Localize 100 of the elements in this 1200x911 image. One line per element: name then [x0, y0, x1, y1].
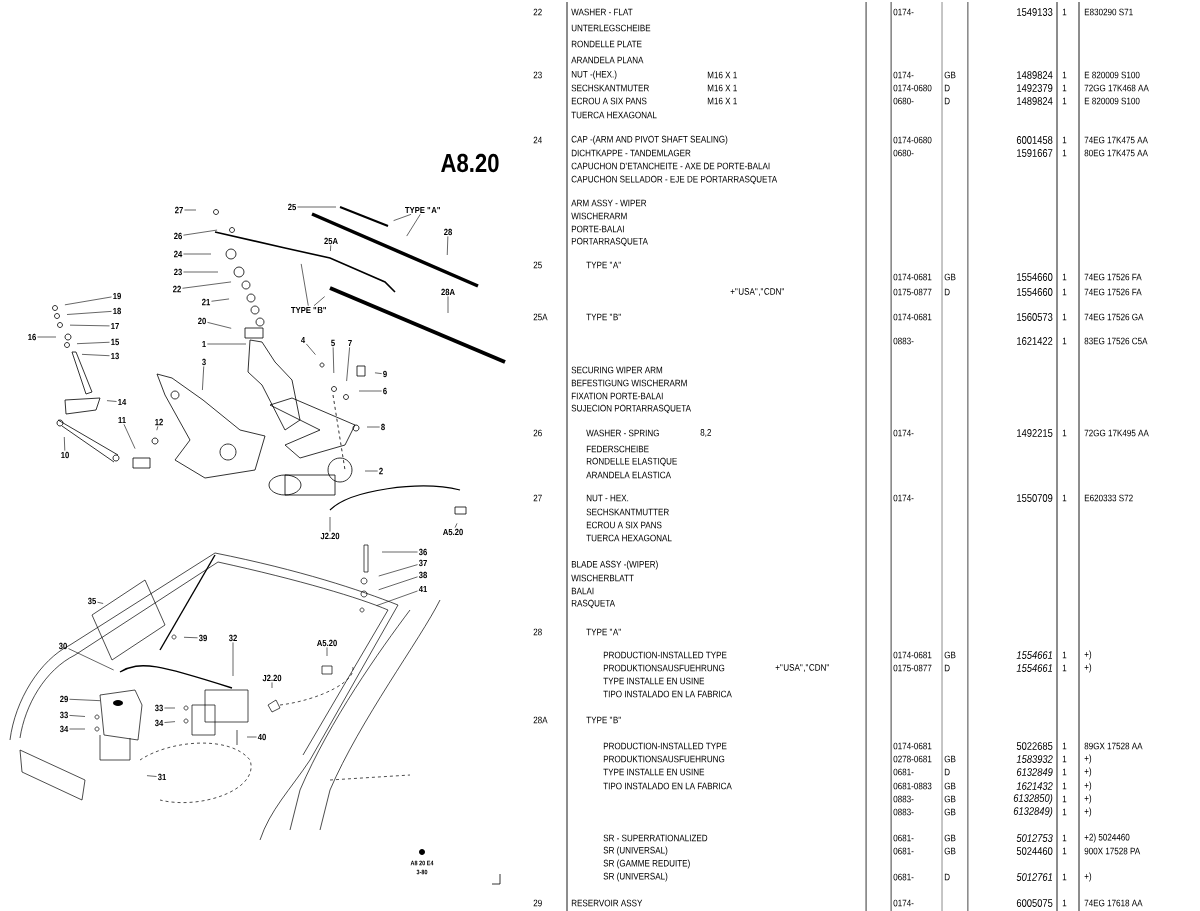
quantity: 1: [1062, 71, 1067, 79]
leader-line: [358, 390, 382, 392]
callout-number: 2: [379, 467, 383, 475]
callout-number: 28: [444, 228, 452, 236]
supplier-code: 74EG 17K475 AA: [1084, 136, 1148, 144]
country-code: D: [944, 873, 950, 881]
quantity: 1: [1062, 97, 1067, 105]
part-number: 1492379: [1017, 84, 1053, 92]
part-description: TUERCA HEXAGONAL: [571, 111, 657, 119]
part-number: 5012761: [1016, 873, 1052, 881]
reference-label: J2.20: [320, 532, 340, 540]
leader-line: [183, 637, 198, 639]
country-code: D: [944, 84, 950, 92]
ref-number: 22: [533, 8, 542, 16]
part-description: UNTERLEGSCHEIBE: [571, 24, 651, 32]
supplier-code: 72GG 17K495 AA: [1084, 429, 1149, 437]
callout-number: 18: [113, 307, 121, 315]
leader-line: [406, 214, 421, 237]
leader-line: [378, 564, 418, 577]
quantity: 1: [1062, 429, 1067, 437]
callout-number: 31: [157, 773, 167, 781]
reference-label: A5.20: [317, 639, 337, 647]
supplier-code: 89GX 17528 AA: [1084, 742, 1143, 750]
leader-line: [97, 601, 104, 604]
callout-number: 7: [348, 339, 352, 347]
supplier-code: 74EG 17526 FA: [1084, 288, 1142, 296]
country-code: GB: [944, 808, 956, 816]
callout-number: 33: [154, 704, 163, 712]
part-description: SECURING WIPER ARM: [571, 366, 663, 374]
leader-line: [183, 229, 218, 236]
part-description: PRODUCTION-INSTALLED TYPE: [603, 742, 727, 750]
date-range: 0681-: [893, 847, 914, 855]
date-range: 0883-: [893, 795, 914, 803]
part-number: 5024460: [1016, 847, 1053, 855]
part-description: TYPE "B": [586, 313, 621, 321]
leader-line: [76, 341, 110, 344]
part-description: RONDELLE ELASTIQUE: [586, 457, 677, 467]
callout-number: 20: [198, 317, 206, 325]
date-range: 0174-: [893, 899, 914, 907]
date-range: 0174-0680: [893, 136, 932, 144]
supplier-code: +): [1084, 781, 1092, 791]
date-range: 0174-: [893, 8, 914, 16]
part-description: RESERVOIR ASSY: [571, 899, 643, 907]
reference-label: A5.20: [443, 528, 463, 536]
date-range: 0174-0681: [893, 313, 932, 321]
leader-line: [346, 347, 350, 382]
part-description: CAPUCHON D'ETANCHEITE - AXE DE PORTE-BALAI: [571, 162, 770, 170]
part-description: WISCHERBLATT: [571, 574, 634, 582]
callout-number: 24: [174, 250, 183, 258]
leader-line: [211, 298, 230, 302]
quantity: 1: [1062, 808, 1067, 816]
part-description: NUT -(HEX.): [571, 70, 617, 80]
supplier-code: 72GG 17K468 AA: [1084, 84, 1149, 92]
reference-label: TYPE "B": [291, 306, 326, 314]
leader-line: [184, 209, 197, 211]
supplier-code: +): [1084, 650, 1092, 660]
part-description: PRODUKTIONSAUSFUEHRUNG: [603, 664, 725, 672]
leader-line: [64, 436, 66, 451]
leader-line: [106, 400, 117, 402]
part-description: TUERCA HEXAGONAL: [586, 534, 672, 542]
callout-number: 13: [111, 352, 119, 360]
leader-line: [68, 648, 114, 671]
quantity: 1: [1062, 782, 1067, 790]
quantity: 1: [1062, 337, 1067, 345]
part-description: SR (UNIVERSAL): [603, 872, 668, 882]
market-note: +"USA","CDN": [775, 664, 829, 672]
callout-number: 11: [118, 416, 126, 424]
part-description: CAP -(ARM AND PIVOT SHAFT SEALING): [571, 135, 728, 145]
leader-line: [332, 347, 335, 374]
supplier-code: 74EG 17618 AA: [1084, 899, 1143, 907]
supplier-code: E 820009 S100: [1084, 97, 1140, 105]
part-number: 1554661: [1016, 664, 1052, 672]
part-description: ARANDELA PLANA: [571, 56, 644, 64]
quantity: 1: [1062, 834, 1067, 842]
callout-number: 40: [257, 733, 266, 741]
supplier-code: E620333 S72: [1084, 494, 1133, 502]
part-description: ECROU A SIX PANS: [586, 521, 662, 529]
callout-number: 25: [288, 203, 297, 211]
supplier-code: +): [1084, 807, 1092, 817]
callout-number: 33: [59, 711, 68, 719]
leader-line: [183, 271, 219, 273]
size-spec: M16 X 1: [707, 97, 737, 105]
quantity: 1: [1062, 651, 1067, 659]
part-description: SECHSKANTMUTTER: [586, 508, 669, 516]
supplier-code: 900X 17528 PA: [1084, 847, 1141, 855]
callout-number: 35: [87, 597, 97, 605]
leader-line: [378, 576, 418, 591]
leader-line: [164, 707, 176, 709]
part-description: DICHTKAPPE - TANDEMLAGER: [571, 149, 691, 157]
leader-line: [183, 253, 212, 255]
date-range: 0175-0877: [893, 664, 932, 672]
country-code: D: [944, 97, 950, 105]
part-number: 1549133: [1017, 8, 1053, 16]
ref-number: 29: [533, 899, 542, 907]
part-description: BLADE ASSY -(WIPER): [571, 560, 658, 570]
callout-number: 3: [202, 358, 206, 366]
quantity: 1: [1062, 494, 1067, 502]
part-description: RONDELLE PLATE: [571, 40, 642, 48]
date-range: 0883-: [893, 808, 914, 816]
supplier-code: +): [1084, 754, 1092, 764]
